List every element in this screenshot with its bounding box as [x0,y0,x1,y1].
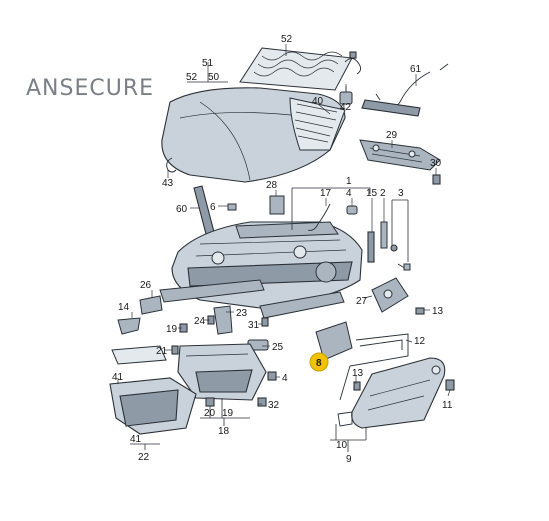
callout-19: 19 [166,324,178,335]
part-31-screw [261,317,269,327]
part-28-bracket [269,195,285,215]
part-32-screw [257,397,267,407]
callout-2: 2 [380,188,386,199]
callout-19-lower: 19 [222,408,234,419]
part-14-cap [117,317,141,335]
callout-13-lower: 13 [352,368,364,379]
part-11-clip [445,379,455,391]
callout-41: 41 [112,372,124,383]
callout-32: 32 [268,400,280,411]
part-29-adjuster [359,139,441,171]
part-15-clip [367,231,375,263]
callout-50: 50 [208,72,220,83]
callout-15: 15 [366,188,378,199]
part-61-bowden-cable [361,63,449,117]
callout-40: 40 [312,96,324,107]
callout-61: 61 [410,64,422,75]
callout-labels: 52 51 52 50 40 42 61 29 30 43 60 6 28 1 … [112,34,453,465]
callout-21: 21 [156,346,168,357]
callout-30: 30 [430,158,442,169]
part-6-bolt [227,203,237,211]
callout-23: 23 [236,308,248,319]
callout-13: 13 [432,306,444,317]
part-13-screw [353,307,425,391]
callout-22: 22 [138,452,150,463]
callout-51: 51 [202,58,214,69]
part-20-screw [205,397,215,407]
callout-42: 42 [340,102,352,113]
callout-28: 28 [266,180,278,191]
part-23-bracket [213,305,233,335]
part-1-seat-frame [159,221,363,319]
callout-52: 52 [281,34,293,45]
callout-12: 12 [414,336,426,347]
callout-20: 20 [204,408,216,419]
part-27-hinge [371,277,409,313]
callout-4: 4 [346,188,352,199]
callout-43: 43 [162,178,174,189]
callout-60: 60 [176,204,188,215]
watermark-text: ANSECURE [26,76,155,101]
part-18-storage-tray [177,343,267,401]
callout-14: 14 [118,302,130,313]
part-52-heating-mat [239,47,362,91]
leader-lines [117,44,451,452]
part-26-bracket [139,295,163,315]
part-9-side-trim [351,357,446,429]
part-4-clip [267,371,277,381]
callout-17: 17 [320,188,332,199]
callout-24: 24 [194,316,206,327]
callout-26: 26 [140,280,152,291]
callout-4-lower: 4 [282,373,288,384]
part-50-seat-cushion [161,87,346,183]
callout-3: 3 [398,188,404,199]
callout-29: 29 [386,130,398,141]
callout-1: 1 [346,176,352,187]
callout-41-lower: 41 [130,434,142,445]
callout-52-sub: 52 [186,72,198,83]
highlighted-callout-8: 8 [309,352,329,372]
part-10-clip [337,411,353,427]
part-41-drawer-mat [111,345,167,365]
callout-6: 6 [210,202,216,213]
part-30-bolt [432,174,441,185]
callout-25: 25 [272,342,284,353]
callout-9: 9 [346,454,352,465]
callout-31: 31 [248,320,260,331]
callout-11: 11 [442,400,453,411]
part-17-wiring [307,203,358,231]
callout-8: 8 [316,358,322,369]
part-2-3-fasteners [380,221,411,271]
part-22-drawer [109,377,197,435]
part-21-clip [171,345,179,355]
part-12-wire-frame [339,333,409,401]
part-8-side-panel [315,321,353,361]
callout-18: 18 [218,426,230,437]
callout-27: 27 [356,296,368,307]
callout-10: 10 [336,440,348,451]
